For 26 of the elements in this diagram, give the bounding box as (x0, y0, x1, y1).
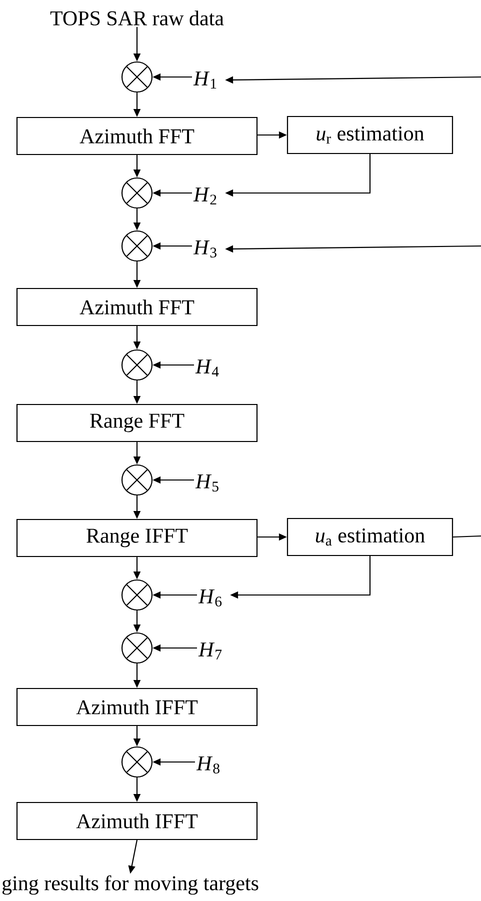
process-box: Azimuth FFT (16, 116, 258, 156)
filter-label: H$_{1}$ (193, 72, 216, 88)
estimation-box: u$_{r}$ estimation (286, 116, 454, 154)
process-box: Azimuth FFT (16, 288, 258, 326)
filter-label: H$_{2}$ (193, 188, 216, 204)
estimation-box: u$_{a}$ estimation (286, 518, 454, 556)
filter-label: H$_{6}$ (198, 590, 222, 606)
filter-label: H$_{8}$ (196, 756, 220, 774)
filter-label: H$_{3}$ (193, 240, 216, 258)
multiplier-circle (121, 61, 153, 93)
multiplier-circle (121, 177, 153, 209)
process-box: Range FFT (16, 404, 258, 442)
process-box: Range IFFT (16, 518, 258, 558)
multiplier-circle (121, 746, 153, 778)
multiplier-circle (121, 464, 153, 496)
multiplier-circle (121, 579, 153, 611)
filter-label: H$_{7}$ (198, 642, 222, 660)
process-box: Azimuth IFFT (16, 802, 258, 840)
input-label: TOPS SAR raw data (50, 10, 224, 26)
multiplier-circle (121, 230, 153, 262)
filter-label: H$_{5}$ (195, 474, 218, 492)
multiplier-circle (121, 349, 153, 381)
filter-label: H$_{4}$ (195, 360, 219, 376)
output-label: ging results for moving targets (2, 875, 258, 895)
multiplier-circle (121, 632, 153, 664)
process-box: Azimuth IFFT (16, 688, 258, 726)
